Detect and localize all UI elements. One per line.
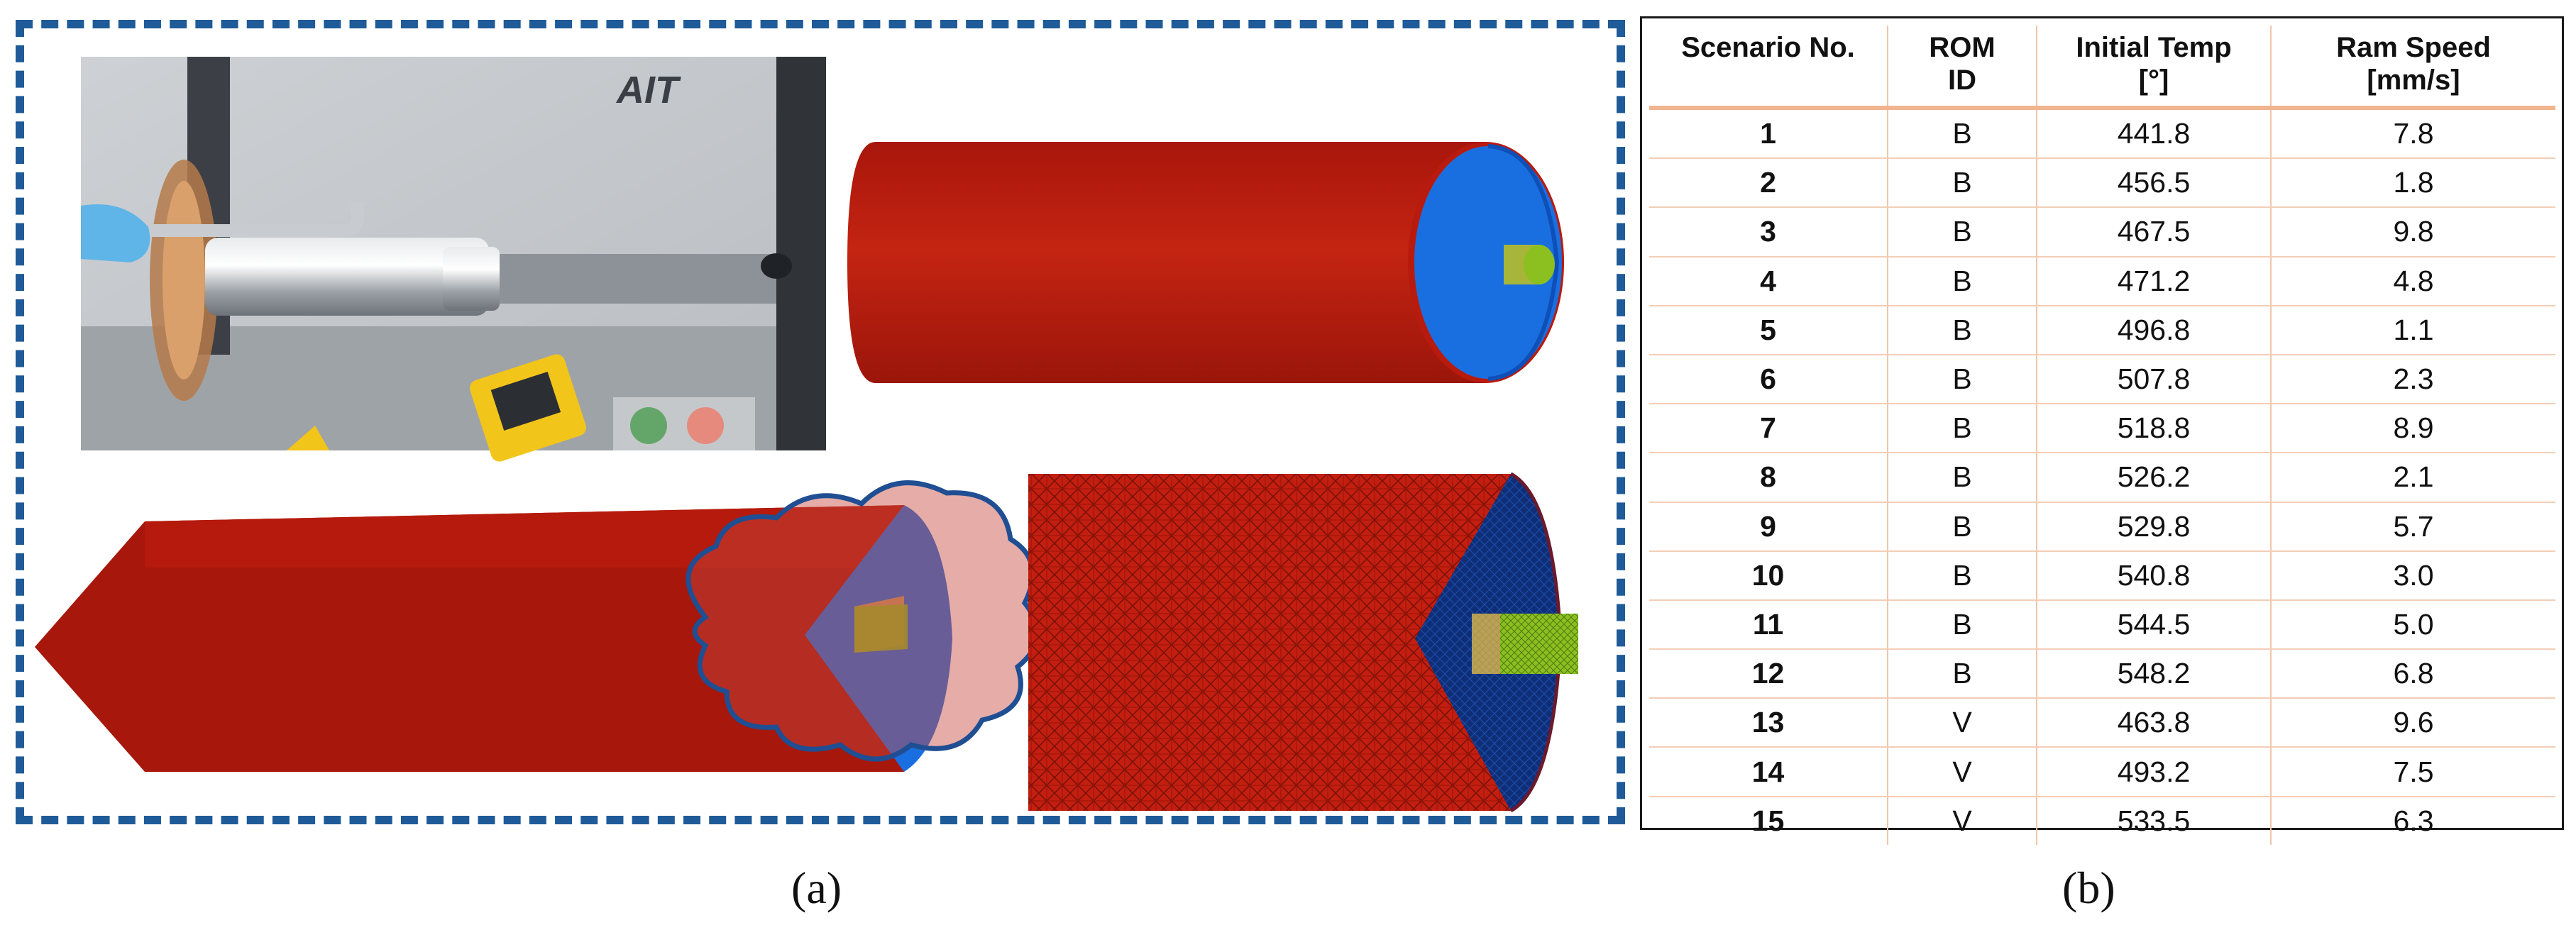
cell-rom-id: B xyxy=(1887,453,2037,503)
cell-initial-temp: 518.8 xyxy=(2036,404,2271,454)
cell-rom-id: B xyxy=(1887,305,2037,355)
billet-3d-model-top xyxy=(847,142,1564,383)
cell-scenario-no: 6 xyxy=(1649,354,1888,405)
cell-rom-id: B xyxy=(1887,502,2037,552)
cell-ram-speed: 5.7 xyxy=(2270,502,2555,552)
cell-ram-speed: 2.3 xyxy=(2270,354,2555,405)
cell-scenario-no: 13 xyxy=(1649,698,1888,748)
cell-initial-temp: 463.8 xyxy=(2036,698,2271,748)
cell-ram-speed: 7.5 xyxy=(2270,747,2555,797)
cell-ram-speed: 3.0 xyxy=(2270,550,2555,601)
cell-initial-temp: 493.2 xyxy=(2036,747,2271,797)
cell-scenario-no: 12 xyxy=(1649,649,1888,699)
cell-scenario-no: 2 xyxy=(1649,158,1888,209)
header-initial-temp: Initial Temp [°] xyxy=(2036,26,2271,110)
table-header-row: Scenario No. ROM ID Initial Temp [°] Ram… xyxy=(1649,26,2555,110)
panel-a-frame: AIT xyxy=(16,20,1625,824)
cell-rom-id: B xyxy=(1887,108,2037,160)
cell-rom-id: V xyxy=(1887,796,2037,845)
cell-scenario-no: 8 xyxy=(1649,453,1888,503)
cell-rom-id: B xyxy=(1887,158,2037,209)
cell-rom-id: V xyxy=(1887,747,2037,797)
cell-rom-id: B xyxy=(1887,404,2037,454)
extrusion-press-photo: AIT xyxy=(81,57,826,462)
cell-initial-temp: 540.8 xyxy=(2036,550,2271,601)
cell-rom-id: B xyxy=(1887,550,2037,601)
cell-ram-speed: 5.0 xyxy=(2270,599,2555,651)
cell-ram-speed: 9.8 xyxy=(2270,207,2555,258)
cell-scenario-no: 14 xyxy=(1649,747,1888,797)
cell-ram-speed: 7.8 xyxy=(2270,108,2555,160)
cell-scenario-no: 9 xyxy=(1649,502,1888,552)
cell-initial-temp: 456.5 xyxy=(2036,158,2271,209)
cell-scenario-no: 3 xyxy=(1649,207,1888,258)
cell-ram-speed: 6.8 xyxy=(2270,649,2555,699)
meshed-fe-model xyxy=(1028,472,1578,813)
cell-ram-speed: 6.3 xyxy=(2270,796,2555,845)
cell-initial-temp: 507.8 xyxy=(2036,354,2271,405)
header-ram-speed: Ram Speed [mm/s] xyxy=(2270,26,2555,110)
cell-initial-temp: 526.2 xyxy=(2036,453,2271,503)
cell-scenario-no: 4 xyxy=(1649,256,1888,306)
cell-ram-speed: 1.8 xyxy=(2270,158,2555,209)
cell-scenario-no: 15 xyxy=(1751,804,1785,837)
caption-b: (b) xyxy=(2062,863,2115,913)
cell-rom-id: B xyxy=(1887,256,2037,306)
cell-initial-temp: 467.5 xyxy=(2036,207,2271,258)
scenario-table-panel: Scenario No. ROM ID Initial Temp [°] Ram… xyxy=(1640,16,2564,845)
cell-initial-temp: 441.8 xyxy=(2036,108,2271,160)
cell-ram-speed: 4.8 xyxy=(2270,256,2555,306)
caption-a: (a) xyxy=(791,863,842,913)
cell-scenario-no: 7 xyxy=(1649,404,1888,454)
cell-ram-speed: 1.1 xyxy=(2270,305,2555,355)
cell-rom-id: B xyxy=(1887,354,2037,405)
cell-initial-temp: 544.5 xyxy=(2036,599,2271,651)
cell-ram-speed: 9.6 xyxy=(2270,698,2555,748)
cell-initial-temp: 471.2 xyxy=(2036,256,2271,306)
panel-a-illustrations: AIT xyxy=(35,57,1578,813)
cell-ram-speed: 8.9 xyxy=(2270,404,2555,454)
scenario-table: Scenario No. ROM ID Initial Temp [°] Ram… xyxy=(1649,26,2555,845)
cell-scenario-no: 10 xyxy=(1649,550,1888,601)
cell-rom-id: B xyxy=(1887,649,2037,699)
cell-scenario-no: 5 xyxy=(1649,305,1888,355)
cell-scenario-no: 11 xyxy=(1649,599,1888,651)
cell-initial-temp: 533.5 xyxy=(2036,796,2271,845)
cell-rom-id: B xyxy=(1887,207,2037,258)
cell-initial-temp: 529.8 xyxy=(2036,502,2271,552)
header-scenario-no: Scenario No. xyxy=(1649,26,1888,110)
cell-ram-speed: 2.1 xyxy=(2270,453,2555,503)
cell-scenario-no: 1 xyxy=(1649,108,1888,160)
cell-initial-temp: 548.2 xyxy=(2036,649,2271,699)
cell-rom-id: V xyxy=(1887,698,2037,748)
header-rom-id: ROM ID xyxy=(1887,26,2037,110)
ait-brand-text: AIT xyxy=(615,69,681,111)
cell-initial-temp: 496.8 xyxy=(2036,305,2271,355)
cell-rom-id: B xyxy=(1887,599,2037,651)
